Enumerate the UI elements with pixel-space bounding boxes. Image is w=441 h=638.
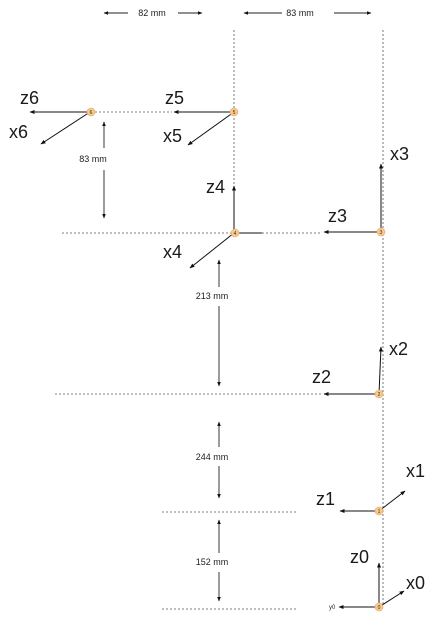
- frame-2: z2 x2 2: [312, 339, 408, 399]
- x6-axis-arrow: [40, 111, 91, 145]
- frame-5: z5 x5 5: [163, 88, 239, 146]
- dimension-152mm: 152 mm: [196, 519, 229, 602]
- x4-label: x4: [163, 242, 182, 262]
- x1-label: x1: [406, 461, 425, 481]
- dimension-213mm: 213 mm: [196, 259, 229, 387]
- z3-label: z3: [328, 206, 347, 226]
- joint-2-marker: [374, 389, 384, 399]
- joint-4-marker: [230, 228, 240, 238]
- dimension-label: 213 mm: [196, 291, 229, 301]
- z2-label: z2: [312, 367, 331, 387]
- joint-number: 3: [380, 230, 383, 236]
- dimension-244mm: 244 mm: [196, 421, 229, 499]
- x0-label: x0: [406, 573, 425, 593]
- joint-0-marker: [374, 602, 384, 612]
- z5-label: z5: [165, 88, 184, 108]
- z4-label: z4: [206, 177, 225, 197]
- joint-5-marker: [229, 107, 239, 117]
- dimension-label: 83 mm: [286, 8, 314, 18]
- frame-1: z1 x1 1: [316, 461, 425, 516]
- joint-number: 1: [378, 509, 381, 515]
- frame-0: z0 x0 y0 0: [329, 547, 425, 612]
- dimension-label: 82 mm: [138, 8, 166, 18]
- joint-number: 5: [233, 110, 236, 116]
- dimension-label: 152 mm: [196, 557, 229, 567]
- joint-6-marker: [86, 107, 96, 117]
- frame-3: z3 x3 3: [323, 144, 409, 237]
- dimension-82mm: 82 mm: [103, 8, 203, 18]
- x1-axis-arrow: [378, 490, 406, 512]
- dimension-label: 244 mm: [196, 452, 229, 462]
- dimension-83mm-vertical: 83 mm: [79, 121, 107, 219]
- x2-axis-arrow: [378, 346, 383, 395]
- x5-label: x5: [163, 126, 182, 146]
- joint-number: 6: [90, 110, 93, 116]
- dimension-label: 83 mm: [79, 154, 107, 164]
- dimension-83mm-top: 83 mm: [243, 8, 372, 18]
- z6-label: z6: [20, 88, 39, 108]
- x6-label: x6: [9, 122, 28, 142]
- x5-axis-arrow: [187, 111, 235, 146]
- frame-4: z4 x4 4: [163, 177, 262, 269]
- joint-number: 2: [378, 392, 381, 398]
- joint-3-marker: [376, 227, 386, 237]
- y0-label: y0: [329, 605, 336, 611]
- joint-number: 0: [378, 605, 381, 611]
- z0-label: z0: [350, 547, 369, 567]
- frame-6: z6 x6 6: [9, 88, 96, 145]
- x4-axis-arrow: [189, 232, 235, 269]
- x2-label: x2: [389, 339, 408, 359]
- joint-number: 4: [234, 231, 237, 237]
- joint-1-marker: [374, 506, 384, 516]
- z1-label: z1: [316, 489, 335, 509]
- x3-label: x3: [390, 144, 409, 164]
- x0-axis-arrow: [378, 590, 405, 608]
